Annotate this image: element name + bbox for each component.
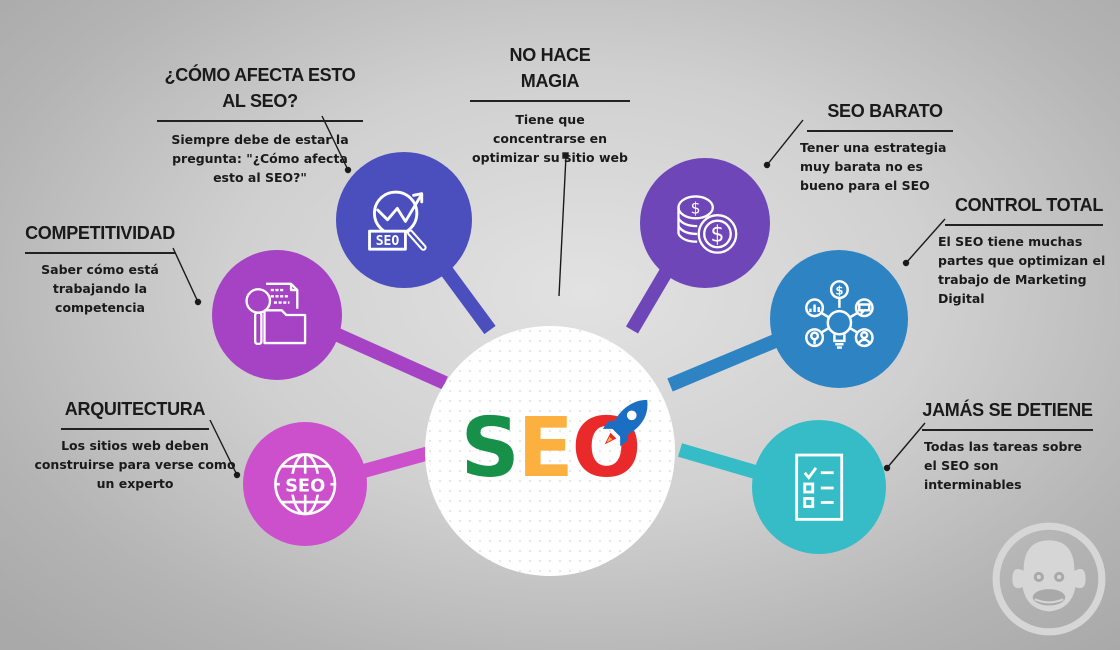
folder-search-icon	[245, 282, 307, 346]
item-control-total: CONTROL TOTAL El SEO tiene muchas partes…	[938, 192, 1110, 308]
item-title: JAMÁS SE DETIENE	[922, 397, 1093, 431]
item-title: CONTROL TOTAL	[944, 192, 1103, 226]
item-title: ARQUITECTURA	[60, 396, 210, 430]
item-description: Los sitios web deben construirse para ve…	[34, 438, 236, 491]
item-jamas-se-detiene: JAMÁS SE DETIENE Todas las tareas sobre …	[920, 397, 1095, 494]
coins-dollar-icon: $ $	[677, 195, 738, 254]
item-title: COMPETITIVIDAD	[25, 220, 175, 254]
node-jamas-se-detiene	[752, 420, 886, 554]
item-arquitectura: ARQUITECTURA Los sitios web deben constr…	[30, 396, 240, 493]
svg-text:SEO: SEO	[285, 475, 325, 496]
node-como-afecta: SEO	[336, 152, 472, 288]
item-seo-barato: SEO BARATO Tener una estrategia muy bara…	[800, 98, 960, 195]
item-description: Tener una estrategia muy barata no es bu…	[800, 140, 947, 193]
logo-letter-s: S	[460, 401, 520, 496]
item-description: Saber cómo está trabajando la competenci…	[41, 262, 159, 315]
item-como-afecta: ¿CÓMO AFECTA ESTO AL SEO? Siempre debe d…	[150, 62, 370, 187]
svg-text:$: $	[691, 200, 701, 218]
logo-letter-e: E	[517, 401, 574, 496]
svg-text:$: $	[835, 283, 843, 297]
rocket-icon	[603, 399, 648, 447]
node-competitividad	[212, 250, 342, 380]
item-competitividad: COMPETITIVIDAD Saber cómo está trabajand…	[25, 220, 175, 317]
title-line-1: ¿CÓMO AFECTA ESTO	[164, 65, 356, 85]
item-description: Siempre debe de estar la pregunta: "¿Cóm…	[171, 132, 349, 185]
item-title: SEO BARATO	[807, 98, 953, 132]
title-line-2: AL SEO?	[222, 91, 298, 111]
item-description: Tiene que concentrarse en optimizar su s…	[472, 112, 628, 165]
svg-text:$: $	[711, 223, 725, 248]
item-title: ¿CÓMO AFECTA ESTO AL SEO?	[156, 62, 364, 122]
node-arquitectura: SEO	[243, 422, 367, 546]
item-no-hace-magia: NO HACE MAGIA Tiene que concentrarse en …	[470, 42, 630, 167]
seo-logo: S E O	[460, 399, 648, 496]
node-control-total: $	[770, 250, 908, 388]
item-description: Todas las tareas sobre el SEO son interm…	[924, 439, 1083, 492]
globe-seo-icon: SEO	[273, 452, 337, 516]
monkey-logo-icon	[992, 522, 1106, 636]
lightbulb-network-icon: $	[804, 279, 874, 349]
seo-analytics-magnifier-icon: SEO	[368, 190, 427, 252]
item-description: El SEO tiene muchas partes que optimizan…	[938, 234, 1106, 306]
checklist-icon	[795, 453, 843, 521]
item-title: NO HACE MAGIA	[470, 42, 630, 102]
svg-text:SEO: SEO	[376, 234, 400, 249]
center-seo-logo: S E O	[425, 326, 675, 576]
node-seo-barato: $ $	[640, 158, 770, 288]
